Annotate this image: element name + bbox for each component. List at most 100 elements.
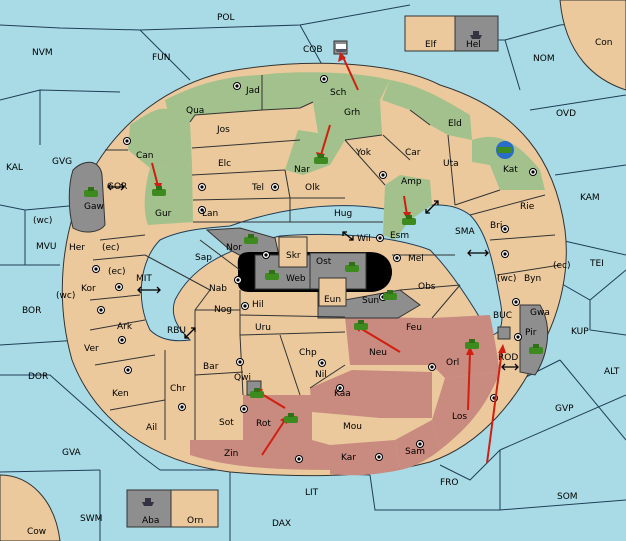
- label-web: Web: [286, 274, 306, 284]
- label-ovd: OVD: [556, 109, 576, 119]
- label-nar: Nar: [294, 165, 310, 175]
- fleet-kat: [496, 141, 514, 159]
- sc-sot: [240, 405, 248, 413]
- label-cow: Cow: [27, 527, 46, 537]
- army-nor: [244, 234, 258, 244]
- sc-jad: [233, 82, 241, 90]
- label-gor: GOR: [107, 182, 127, 192]
- sc-gor: [92, 265, 100, 273]
- label-jos: Jos: [216, 125, 230, 135]
- label-pir: Pir: [525, 328, 537, 338]
- label-kar: Kar: [341, 453, 356, 463]
- army-sun: [383, 290, 397, 300]
- label-elf: Elf: [425, 40, 437, 50]
- sc-nor: [262, 251, 270, 259]
- label-tei: TEI: [589, 259, 604, 269]
- label-uta: Uta: [443, 159, 459, 169]
- label-chp: Chp: [299, 348, 317, 358]
- label-sun: Sun: [362, 296, 379, 306]
- label-gva: GVA: [62, 448, 82, 458]
- province-labels: POL NVM FUN COB Elf Hel NOM Con KAL GVG …: [6, 13, 620, 537]
- sc-wil: [376, 234, 384, 242]
- label-kaa: Kaa: [334, 389, 351, 399]
- sc-pir: [514, 333, 522, 341]
- lake-provinces[interactable]: [254, 236, 367, 307]
- elf-hel-island[interactable]: [404, 15, 499, 52]
- label-nvm: NVM: [32, 48, 53, 58]
- label-olk: Olk: [305, 183, 321, 193]
- label-byn: Byn: [524, 274, 541, 284]
- label-sap: Sap: [195, 253, 212, 263]
- label-ken: Ken: [112, 389, 129, 399]
- label-car: Car: [405, 148, 421, 158]
- army-orl: [465, 339, 479, 349]
- sc-tel: [271, 183, 279, 191]
- label-bar: Bar: [203, 362, 219, 372]
- label-bri: Bri: [490, 221, 502, 231]
- label-rie: Rie: [520, 202, 535, 212]
- label-orn: Orn: [187, 516, 203, 526]
- sc-nog: [241, 302, 249, 310]
- label-lan: Lan: [202, 209, 218, 219]
- label-tel: Tel: [251, 183, 264, 193]
- passage-markers: [107, 183, 519, 371]
- label-mvu: MVU: [36, 242, 57, 252]
- label-gwa: Gwa: [530, 308, 550, 318]
- label-ec3: (ec): [108, 267, 126, 277]
- fleet-aba: [142, 498, 154, 506]
- label-yok: Yok: [355, 148, 372, 158]
- sc-bri: [501, 250, 509, 258]
- label-hil: Hil: [252, 300, 264, 310]
- label-mou: Mou: [343, 422, 362, 432]
- label-her: Her: [69, 243, 85, 253]
- label-esm: Esm: [390, 231, 409, 241]
- army-feu: [354, 320, 368, 330]
- sc-chp: [318, 359, 326, 367]
- label-som: SOM: [557, 492, 578, 502]
- label-wc2: (wc): [497, 274, 516, 284]
- army-nar: [314, 154, 328, 164]
- sc-ark: [97, 306, 105, 314]
- sc-gwa: [512, 298, 520, 306]
- label-rod: ROD: [498, 353, 518, 363]
- sc-zin: [295, 455, 303, 463]
- label-ec1: (ec): [102, 243, 120, 253]
- label-nil: Nil: [315, 370, 327, 380]
- red-territory[interactable]: [190, 315, 500, 476]
- sc-ver: [118, 336, 126, 344]
- sc-mel: [393, 254, 401, 262]
- label-hel: Hel: [466, 40, 481, 50]
- army-esm: [402, 215, 416, 225]
- label-kam: KAM: [580, 193, 600, 203]
- label-orl: Orl: [446, 358, 459, 368]
- label-kup: KUP: [571, 327, 589, 337]
- fleet-cob: [335, 44, 347, 52]
- label-con: Con: [595, 38, 613, 48]
- label-fro: FRO: [440, 478, 459, 488]
- label-rbu: RBU: [167, 326, 186, 336]
- sc-sch: [320, 75, 328, 83]
- label-dax: DAX: [272, 519, 291, 529]
- aba-orn-island[interactable]: [126, 489, 219, 528]
- label-uru: Uru: [255, 323, 271, 333]
- army-rot: [284, 413, 298, 423]
- sc-orl: [428, 363, 436, 371]
- label-dor: DOR: [28, 372, 48, 382]
- label-zin: Zin: [224, 449, 238, 459]
- label-buc: BUC: [493, 311, 512, 321]
- label-gaw: Gaw: [84, 202, 104, 212]
- label-kor: Kor: [81, 284, 96, 294]
- sc-ken: [124, 366, 132, 374]
- sc-hug: [198, 206, 206, 214]
- army-pir: [529, 344, 543, 354]
- sc-yok: [379, 171, 387, 179]
- label-ost: Ost: [316, 257, 332, 267]
- label-wc1: (wc): [33, 216, 52, 226]
- sc-ail: [178, 403, 186, 411]
- label-elc: Elc: [218, 159, 231, 169]
- label-cob: COB: [303, 45, 323, 55]
- army-ost: [345, 262, 359, 272]
- label-ark: Ark: [117, 322, 133, 332]
- label-swm: SWM: [80, 514, 102, 524]
